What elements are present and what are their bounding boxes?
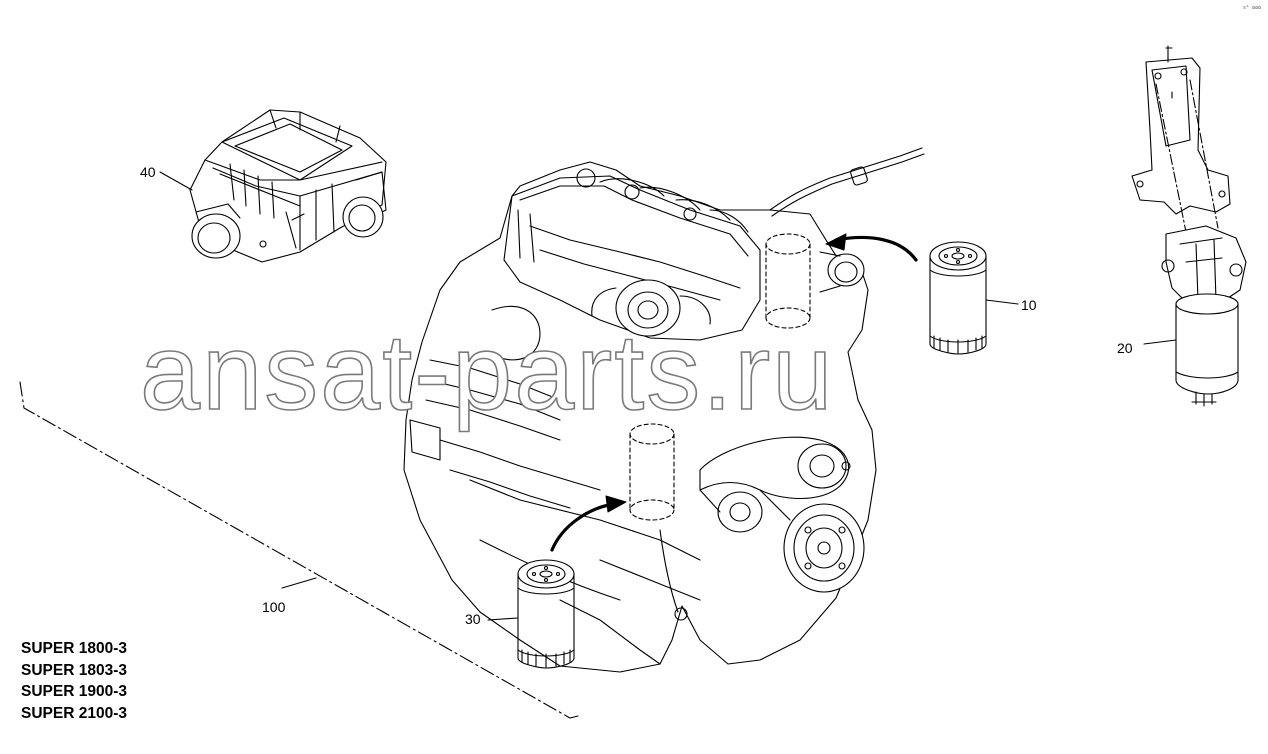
- callout-30: 30: [465, 611, 481, 627]
- callout-20: 20: [1117, 340, 1133, 356]
- fuel-filter-assembly-drawing: [1131, 45, 1247, 407]
- oil-filter-drawing: [825, 233, 1019, 355]
- fuel-prefilter-drawing: [487, 495, 627, 669]
- model-item: SUPER 2100-3: [21, 704, 127, 722]
- model-item: SUPER 1800-3: [21, 640, 127, 657]
- model-item: SUPER 1900-3: [21, 683, 127, 700]
- callout-40: 40: [140, 164, 156, 180]
- engine-drawing: [19, 147, 925, 719]
- watermark-text: ansat-parts.ru: [139, 311, 835, 432]
- air-filter-drawing: [159, 109, 387, 263]
- model-list: SUPER 1800-3 SUPER 1803-3 SUPER 1900-3 S…: [21, 638, 127, 724]
- callout-100: 100: [262, 599, 286, 615]
- model-item: SUPER 1803-3: [21, 661, 127, 679]
- corner-code: s⁰ ʘʘʘ: [1243, 5, 1262, 11]
- callout-10: 10: [1021, 297, 1037, 313]
